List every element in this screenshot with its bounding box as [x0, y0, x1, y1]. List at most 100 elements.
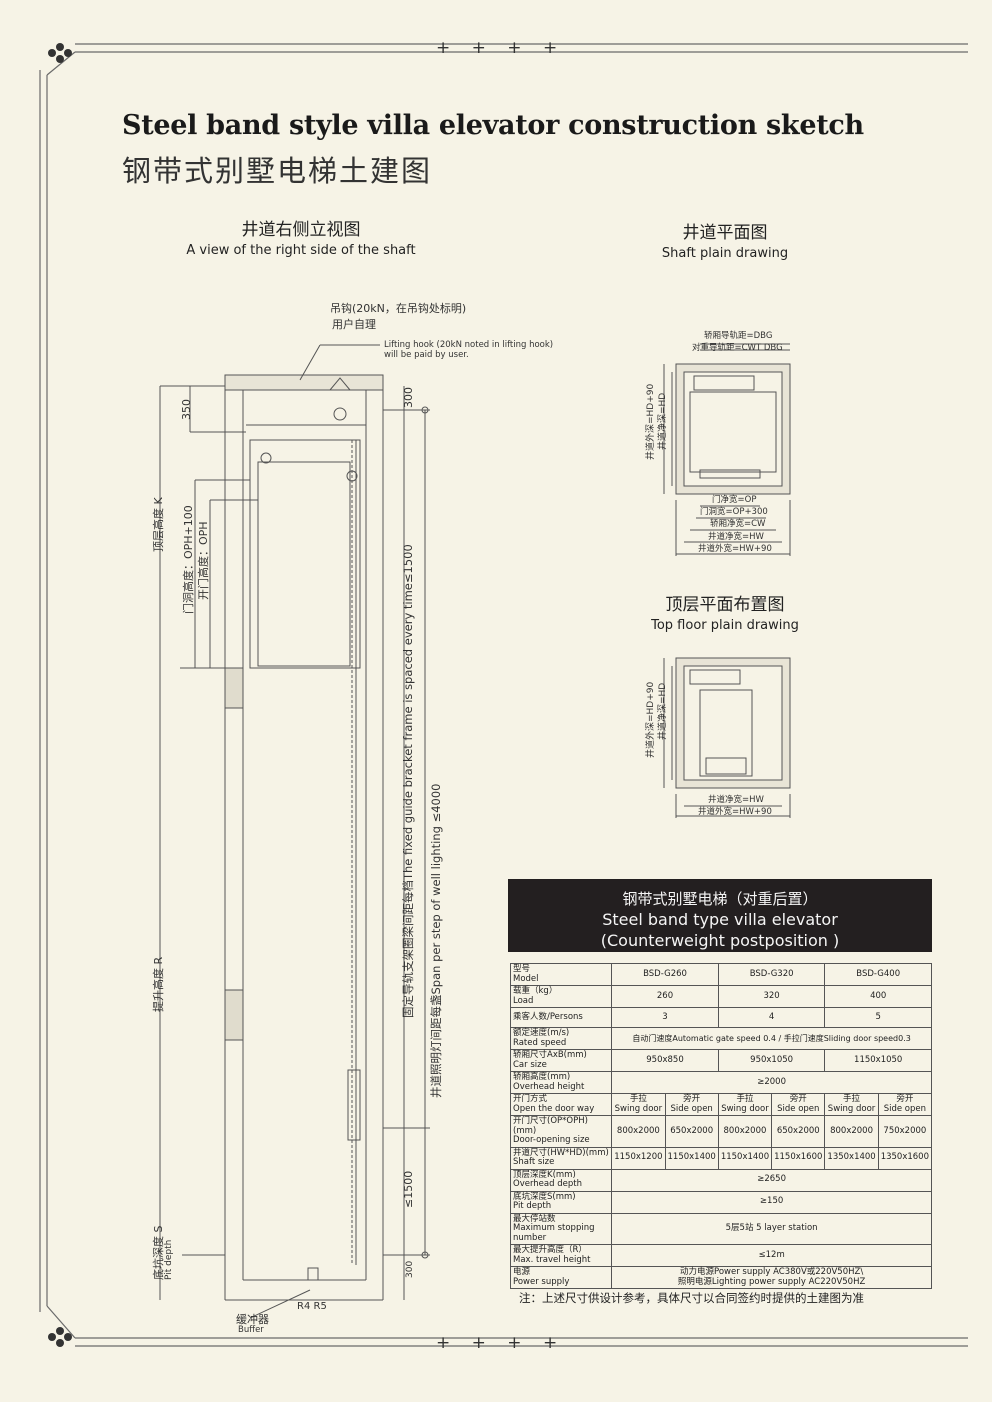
- table-row: 轿厢尺寸AxB(mm)Car size 950x850 950x1050 115…: [509, 1049, 932, 1072]
- top-hw-label: 井道净宽=HW: [708, 795, 764, 805]
- table-row: 底坑深度S(mm)Pit depth ≥150: [509, 1190, 932, 1214]
- shaft-plan-caption-cn: 井道平面图: [682, 223, 768, 243]
- spec-header: 钢带式别墅电梯（对重后置） Steel band type villa elev…: [508, 879, 932, 952]
- row-label-cn: 轿厢尺寸AxB(mm): [513, 1050, 587, 1060]
- row-label-en: Maximum stopping number: [513, 1223, 595, 1243]
- door-open-height-label: 开门高度：OPH: [197, 521, 210, 600]
- shaft-side-elevation: [159, 344, 430, 1319]
- table-cell: 260: [611, 985, 719, 1008]
- power-line-1: 动力电源Power supply AC380V或220V50HZ\: [680, 1267, 864, 1277]
- row-label-cn: 最大提升高度（R）: [513, 1245, 587, 1255]
- dim-350: 350: [180, 399, 193, 420]
- hw-label: 井道净宽=HW: [708, 532, 764, 542]
- table-cell: 800x2000: [611, 1115, 666, 1148]
- hd-label: 井道净深=HD: [658, 392, 668, 450]
- table-row: 井道尺寸(HW*HD)(mm)Shaft size 1150x1200 1150…: [509, 1146, 933, 1170]
- table-row: 开门尺寸(OP*OPH)(mm)Door-opening size 800x20…: [509, 1115, 933, 1148]
- top-plan-caption-en: Top floor plain drawing: [651, 618, 799, 633]
- row-label-en: Pit depth: [513, 1201, 552, 1211]
- row-label-cn: 轿厢高度(mm): [513, 1072, 571, 1082]
- row-label-en: Model: [513, 973, 539, 984]
- power-line-2: 照明电源Lighting power supply AC220V50HZ: [677, 1276, 866, 1287]
- guide-bracket-note: 固定导轨支架圈梁间距每档The fixed guide bracket fram…: [401, 544, 415, 1018]
- top-hd-label: 井道净深=HD: [658, 682, 668, 740]
- table-cell: 动力电源Power supply AC380V或220V50HZ\照明电源Lig…: [611, 1266, 932, 1289]
- table-row: 最大提升高度（R）Max. travel height ≤12m: [509, 1244, 932, 1267]
- row-label-en: Door-opening size: [513, 1135, 590, 1145]
- buffer-label-cn: 缓冲器: [236, 1313, 269, 1326]
- table-cell: ≥2650: [611, 1168, 932, 1192]
- dim-300-bottom: 300: [405, 1260, 415, 1278]
- op300-label: 门洞宽=OP+300: [700, 507, 768, 517]
- floor-height-label: 顶层高度 K: [152, 497, 165, 552]
- row-label-en: Shaft size: [513, 1157, 555, 1167]
- table-cell: 自动门速度Automatic gate speed 0.4 / 手拉门速度Sli…: [611, 1027, 932, 1050]
- table-cell: 1150x1600: [771, 1146, 826, 1170]
- cwt-label: 对重导轨距=CWT DBG: [692, 343, 783, 353]
- table-cell: 950x850: [611, 1049, 719, 1072]
- table-row: 轿厢高度(mm)Overhead height ≥2000: [509, 1071, 932, 1094]
- table-row: 乘客人数/Persons 3 4 5: [509, 1007, 932, 1028]
- buffer-label-en: Buffer: [238, 1325, 264, 1335]
- table-row: 载重（kg）Load 260 320 400: [509, 985, 932, 1008]
- page-title-cn: 钢带式别墅电梯土建图: [122, 154, 433, 188]
- row-label-cn: 顶层深度K(mm): [513, 1169, 576, 1180]
- table-cell: 800x2000: [717, 1115, 773, 1148]
- table-cell: 1150x1200: [611, 1146, 666, 1170]
- row-label-cn: 最大停站数: [513, 1213, 556, 1224]
- table-cell: 800x2000: [824, 1115, 879, 1148]
- table-cell: 400: [824, 985, 932, 1008]
- table-cell: BSD-G400: [824, 963, 932, 986]
- table-cell: 1150x1050: [824, 1049, 932, 1072]
- page-frame: [39, 43, 968, 1347]
- side-view-caption-cn: 井道右侧立视图: [241, 220, 361, 240]
- top-plan-caption: 顶层平面布置图 Top floor plain drawing: [630, 590, 820, 633]
- door-hole-height-label: 门洞高度：OPH+100: [182, 505, 195, 614]
- row-label-cn: 开门尺寸(OP*OPH)(mm): [513, 1116, 588, 1136]
- row-label-cn: 型号: [513, 964, 531, 974]
- table-cell: 320: [717, 985, 826, 1008]
- table-row: 顶层深度K(mm)Overhead depth ≥2650: [509, 1168, 932, 1192]
- page-title-en: Steel band style villa elevator construc…: [122, 110, 864, 141]
- clover-ornament-top: [48, 43, 72, 63]
- row-label-cn: 载重（kg）: [513, 986, 558, 996]
- cw-label: 轿厢净宽=CW: [710, 519, 766, 529]
- row-label-cn: 开门方式: [513, 1094, 548, 1104]
- table-cell: 750x2000: [877, 1115, 933, 1148]
- table-cell: ≥2000: [611, 1071, 932, 1094]
- footnote: 注：上述尺寸供设计参考，具体尺寸以合同签约时提供的土建图为准: [519, 1291, 864, 1305]
- pit-depth-label-en: Pit depth: [164, 1239, 174, 1280]
- top-floor-plan-drawing: [663, 657, 791, 818]
- table-cell: 手拉 Swing door: [824, 1093, 879, 1116]
- row-label-en: Rated speed: [513, 1037, 567, 1048]
- side-view-caption: 井道右侧立视图 A view of the right side of the …: [186, 215, 416, 258]
- hook-label-cn: 吊钩(20kN，在吊钩处标明): [330, 302, 467, 315]
- row-label: 轿厢高度(mm)Overhead height: [509, 1071, 613, 1094]
- row-label: 开门尺寸(OP*OPH)(mm)Door-opening size: [509, 1115, 613, 1148]
- side-view-caption-en: A view of the right side of the shaft: [186, 243, 416, 258]
- table-cell: BSD-G320: [717, 963, 826, 986]
- spec-header-en2: (Counterweight postposition ): [600, 931, 840, 950]
- spec-header-cn: 钢带式别墅电梯（对重后置）: [622, 890, 818, 908]
- top-plan-caption-cn: 顶层平面布置图: [665, 595, 785, 615]
- row-label-cn: 电源: [513, 1267, 531, 1277]
- table-cell: 1350x1400: [824, 1146, 879, 1170]
- table-cell: 手拉 Swing door: [717, 1093, 773, 1116]
- table-cell: 650x2000: [664, 1115, 719, 1148]
- row-label: 轿厢尺寸AxB(mm)Car size: [509, 1049, 613, 1072]
- table-cell: 950x1050: [717, 1049, 826, 1072]
- table-cell: 1150x1400: [664, 1146, 719, 1170]
- clover-ornament-bottom: [48, 1327, 72, 1347]
- table-cell: 手拉 Swing door: [611, 1093, 666, 1116]
- row-label: 最大提升高度（R）Max. travel height: [509, 1244, 613, 1267]
- dbg-label: 轿厢导轨距=DBG: [704, 331, 773, 341]
- row-label-cn: 额定速度(m/s): [513, 1028, 570, 1038]
